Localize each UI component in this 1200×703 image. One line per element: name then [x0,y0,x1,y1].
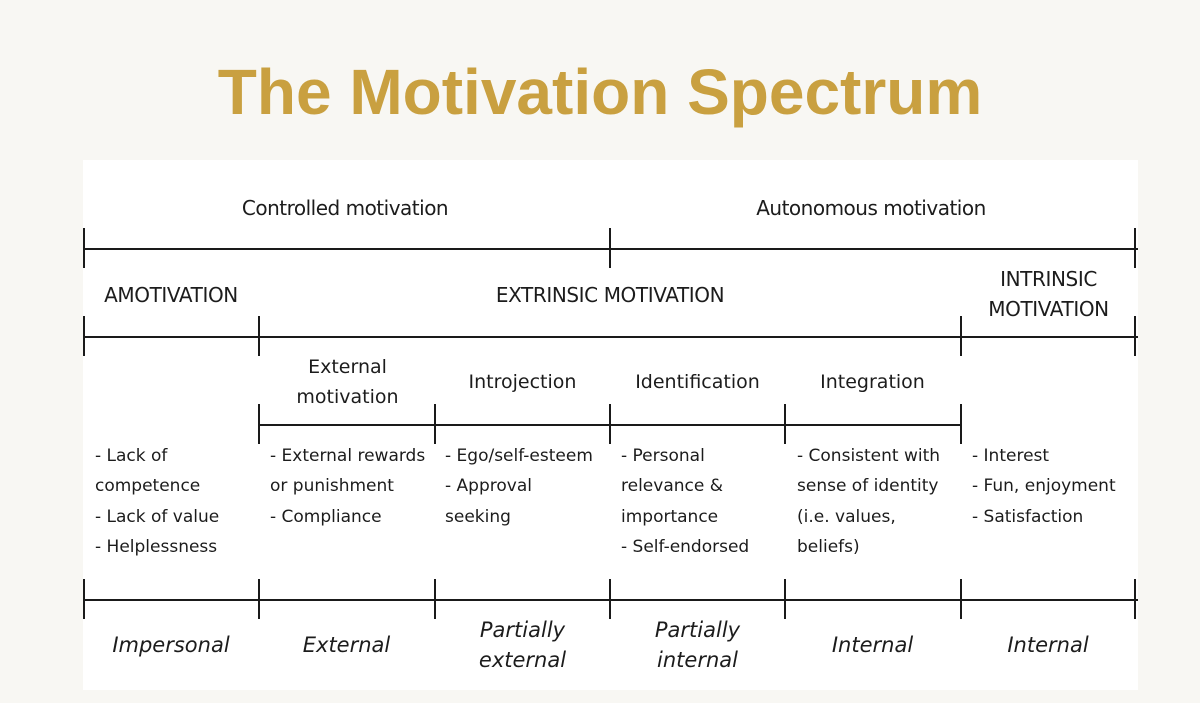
identification-label: Identification [635,371,760,393]
page-title: The Motivation Spectrum [217,56,983,128]
description-line: importance [621,507,719,527]
description-line: - Lack of value [95,507,220,527]
category-tick-2 [960,316,962,356]
locus-tick-5 [960,579,962,619]
locus-tick-3 [609,579,611,619]
locus-impersonal: Impersonal [112,633,230,657]
description-line: - Interest [972,446,1050,466]
locus-tick-1 [258,579,260,619]
regulation-tick-2 [609,404,611,444]
extrinsic-motivation-label: EXTRINSIC MOTIVATION [495,283,725,307]
locus-internal-intrinsic: Internal [1007,633,1089,657]
description-line: sense of identity [797,476,939,496]
description-line: - Lack of [95,446,168,466]
locus-partially-external-line2: external [478,648,567,672]
locus-external: External [302,633,391,657]
description-line: - Self-endorsed [621,537,750,557]
autonomous-motivation-label: Autonomous motivation [756,196,986,220]
integration-label: Integration [820,371,925,393]
locus-internal-integration: Internal [831,633,914,657]
regulation-tick-3 [784,404,786,444]
description-line: seeking [445,507,511,527]
regulation-tick-0 [258,404,260,444]
external-motivation-label-line2: motivation [296,386,399,408]
description-line: - Compliance [270,507,382,527]
description-line: (i.e. values, [797,507,896,527]
description-line: - Approval [445,476,532,496]
locus-partially-internal-line1: Partially [654,618,741,642]
top-axis-tick-middle [609,228,611,268]
amotivation-label: AMOTIVATION [104,283,238,307]
description-line: - Satisfaction [972,507,1084,527]
top-axis-tick-left [83,228,85,268]
intrinsic-motivation-label-line1: INTRINSIC [1000,267,1097,291]
motivation-spectrum-diagram: Controlled motivation Autonomous motivat… [83,160,1138,690]
top-axis-tick-right [1134,228,1136,268]
external-motivation-label-line1: External [308,356,387,378]
category-tick-1 [258,316,260,356]
locus-partially-internal-line2: internal [657,648,738,672]
description-line: - Fun, enjoyment [972,476,1116,496]
locus-partially-external-line1: Partially [479,618,566,642]
category-tick-3 [1134,316,1136,356]
description-line: relevance & [621,476,723,496]
description-line: - Personal [621,446,705,466]
regulation-tick-4 [960,404,962,444]
category-tick-0 [83,316,85,356]
locus-tick-0 [83,579,85,619]
locus-tick-6 [1134,579,1136,619]
controlled-motivation-label: Controlled motivation [241,196,449,220]
locus-tick-2 [434,579,436,619]
category-axis-line [83,336,1138,338]
description-line: or punishment [270,476,394,496]
regulation-tick-1 [434,404,436,444]
locus-tick-4 [784,579,786,619]
description-line: - Ego/self-esteem [445,446,593,466]
description-line: - Consistent with [797,446,941,466]
description-line: - Helplessness [95,537,218,557]
description-line: competence [95,476,201,496]
description-line: beliefs) [797,537,860,557]
intrinsic-motivation-label-line2: MOTIVATION [988,297,1109,321]
introjection-label: Introjection [468,371,577,393]
description-line: - External rewards [270,446,426,466]
